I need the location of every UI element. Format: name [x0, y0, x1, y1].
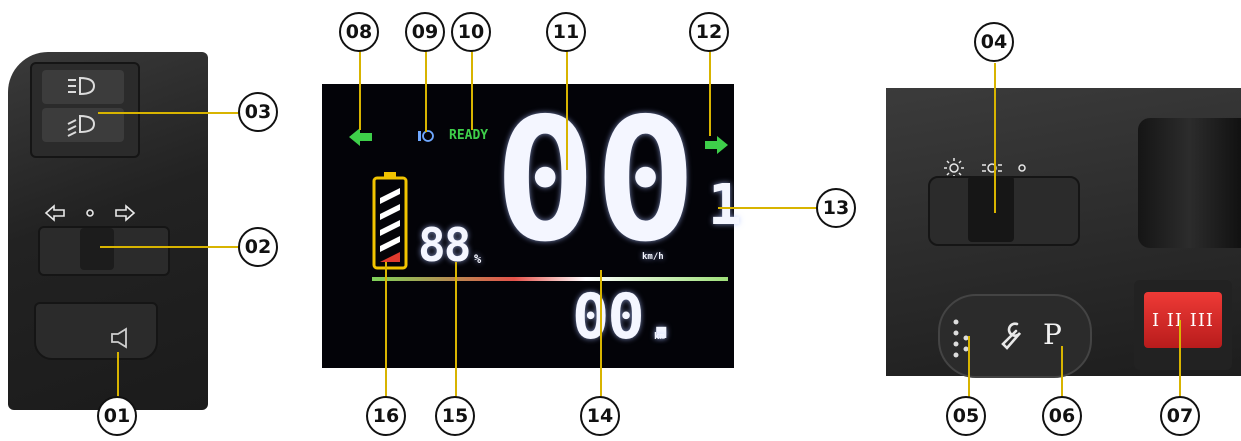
battery-percent-unit: % — [474, 252, 482, 266]
off-dot-icon — [1018, 164, 1026, 172]
left-arrow-icon — [44, 204, 65, 222]
leader-06 — [1061, 346, 1063, 398]
callout-16: 16 — [366, 396, 406, 436]
display-separator-line — [372, 277, 728, 281]
leader-15 — [455, 262, 457, 400]
sun-icon — [944, 158, 964, 178]
horn-button — [34, 302, 158, 360]
odometer-unit: km — [654, 332, 665, 342]
callout-14: 14 — [580, 396, 620, 436]
battery-icon — [372, 172, 408, 270]
low-beam-key — [42, 108, 124, 142]
callout-12: 12 — [689, 12, 729, 52]
leader-14 — [600, 270, 602, 400]
speed-unit: km/h — [642, 252, 664, 262]
parking-button-label: P — [1043, 318, 1062, 351]
callout-05: 05 — [946, 396, 986, 436]
leader-03 — [98, 112, 240, 114]
callout-08: 08 — [339, 12, 379, 52]
parking-light-icon — [982, 163, 1002, 173]
horn-icon — [111, 327, 127, 349]
mode-dots-icon — [953, 319, 969, 358]
ready-indicator: READY — [449, 128, 489, 143]
right-arrow-icon — [115, 204, 136, 222]
turn-signal-legend — [44, 204, 136, 222]
callout-06: 06 — [1042, 396, 1082, 436]
callout-13: 13 — [816, 188, 856, 228]
light-mode-toggle — [968, 176, 1014, 242]
callout-10: 10 — [451, 12, 491, 52]
neutral-dot-icon — [86, 209, 94, 217]
speed-readout: 00 — [494, 82, 697, 280]
leader-09 — [425, 50, 427, 132]
wrench-icon — [1001, 322, 1022, 350]
high-beam-key — [42, 70, 124, 104]
headlight-indicator-icon — [418, 130, 434, 142]
odometer-readout: 00. — [572, 280, 680, 353]
leader-05 — [968, 336, 970, 398]
left-turn-arrow-icon — [349, 128, 372, 146]
callout-03: 03 — [238, 92, 278, 132]
right-turn-arrow-icon — [705, 136, 728, 154]
high-beam-icon — [68, 76, 96, 96]
gear-selector-switch: I II III — [1144, 292, 1222, 348]
throttle-grip — [1138, 118, 1241, 248]
leader-04 — [994, 63, 996, 213]
turn-signal-toggle — [80, 228, 114, 270]
callout-15: 15 — [435, 396, 475, 436]
callout-04: 04 — [974, 22, 1014, 62]
leader-11 — [566, 50, 568, 170]
low-beam-icon — [67, 114, 96, 137]
leader-16 — [385, 262, 387, 400]
leader-13 — [718, 207, 818, 209]
battery-percent-readout: 88 — [418, 218, 471, 272]
gear-readout: 1 — [708, 173, 742, 238]
callout-02: 02 — [238, 227, 278, 267]
leader-02 — [100, 246, 240, 248]
leader-07 — [1179, 320, 1181, 398]
leader-01 — [117, 352, 119, 400]
callout-01: 01 — [97, 396, 137, 436]
callout-07: 07 — [1160, 396, 1200, 436]
callout-09: 09 — [405, 12, 445, 52]
callout-11: 11 — [546, 12, 586, 52]
leader-10 — [471, 50, 473, 130]
leader-08 — [359, 50, 361, 130]
leader-12 — [709, 50, 711, 136]
